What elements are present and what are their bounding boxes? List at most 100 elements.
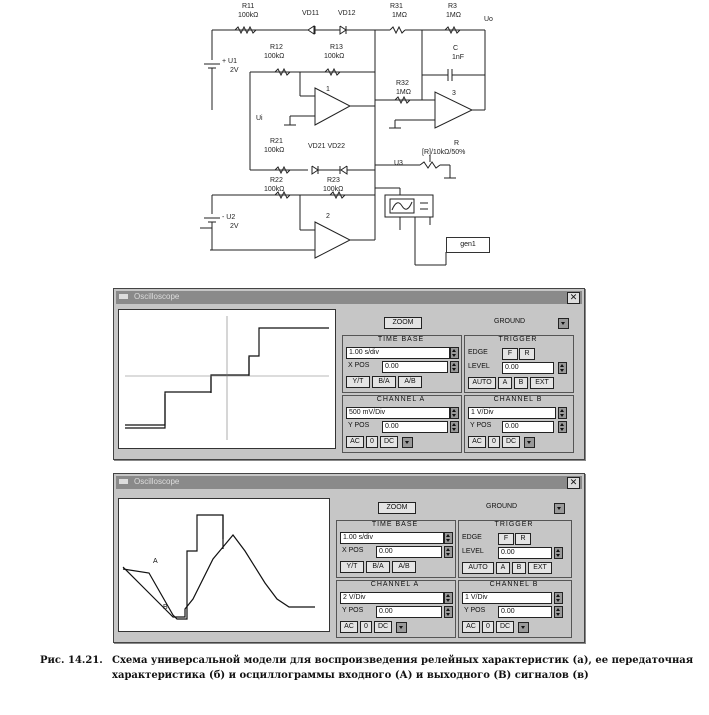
- channel-a-ypos-input[interactable]: 0.00: [382, 421, 448, 433]
- channel-a-header: CHANNEL A: [370, 581, 420, 588]
- system-menu-icon[interactable]: [119, 294, 128, 299]
- xpos-input[interactable]: 0.00: [382, 361, 448, 373]
- timebase-value[interactable]: 1.00 s/div: [346, 347, 450, 359]
- label-r23: R23: [327, 177, 340, 184]
- channel-a-color-icon[interactable]: [396, 622, 407, 633]
- xpos-spinner-icon[interactable]: [444, 546, 453, 558]
- trigger-auto-button[interactable]: AUTO: [468, 377, 496, 389]
- channel-b-ac-button[interactable]: AC: [468, 436, 486, 448]
- trigger-auto-button[interactable]: AUTO: [462, 562, 494, 574]
- channel-a-ac-button[interactable]: AC: [346, 436, 364, 448]
- trigger-group: [458, 520, 572, 578]
- trigger-ext-button[interactable]: EXT: [528, 562, 552, 574]
- xpos-spinner-icon[interactable]: [450, 361, 459, 373]
- channel-b-scale-spinner-icon[interactable]: [558, 407, 567, 419]
- trigger-b-button[interactable]: B: [514, 377, 528, 389]
- channel-a-color-icon[interactable]: [402, 437, 413, 448]
- edge-rising-button[interactable]: R: [515, 533, 531, 545]
- label-r12-value: 100kΩ: [264, 53, 285, 60]
- scope-screen: [118, 309, 336, 449]
- edge-falling-button[interactable]: F: [502, 348, 518, 360]
- system-menu-icon[interactable]: [119, 479, 128, 484]
- trigger-header: TRIGGER: [494, 521, 534, 528]
- yt-button[interactable]: Y/T: [340, 561, 364, 573]
- channel-a-scale[interactable]: 2 V/Div: [340, 592, 444, 604]
- level-spinner-icon[interactable]: [558, 362, 567, 374]
- channel-a-scale-spinner-icon[interactable]: [444, 592, 453, 604]
- close-icon[interactable]: ✕: [567, 477, 580, 489]
- oscilloscope-window-2: Oscilloscope ✕ A B ZOOM GROUND TIME BASE…: [113, 473, 585, 643]
- label-uo: Uo: [484, 16, 493, 23]
- channel-b-ypos-spinner-icon[interactable]: [554, 606, 563, 618]
- ab-button[interactable]: A/B: [392, 561, 416, 573]
- channel-a-ypos-label: Y POS: [348, 422, 370, 429]
- timebase-spinner-icon[interactable]: [444, 532, 453, 544]
- channel-b-header: CHANNEL B: [489, 581, 539, 588]
- level-input[interactable]: 0.00: [498, 547, 552, 559]
- channel-b-scale[interactable]: 1 V/Div: [468, 407, 556, 419]
- channel-b-header: CHANNEL B: [493, 396, 543, 403]
- channel-a-ypos-spinner-icon[interactable]: [444, 606, 453, 618]
- window-title: Oscilloscope: [134, 292, 180, 301]
- timebase-spinner-icon[interactable]: [450, 347, 459, 359]
- edge-rising-button[interactable]: R: [519, 348, 535, 360]
- channel-a-zero-button[interactable]: 0: [366, 436, 378, 448]
- channel-b-scale-spinner-icon[interactable]: [554, 592, 563, 604]
- label-ui: Ui: [256, 115, 263, 122]
- channel-a-dc-button[interactable]: DC: [374, 621, 392, 633]
- trigger-group: [464, 335, 574, 393]
- channel-a-group: [342, 395, 462, 453]
- label-c: C: [453, 45, 459, 52]
- label-r3-value: 1MΩ: [446, 12, 461, 19]
- channel-a-scale[interactable]: 500 mV/Div: [346, 407, 450, 419]
- channel-a-zero-button[interactable]: 0: [360, 621, 372, 633]
- trace-label-b: B: [163, 604, 168, 611]
- channel-b-color-icon[interactable]: [524, 437, 535, 448]
- label-r3: R3: [448, 3, 457, 10]
- channel-b-dc-button[interactable]: DC: [502, 436, 520, 448]
- channel-b-zero-button[interactable]: 0: [482, 621, 494, 633]
- channel-b-color-icon[interactable]: [518, 622, 529, 633]
- channel-b-ac-button[interactable]: AC: [462, 621, 480, 633]
- channel-b-dc-button[interactable]: DC: [496, 621, 514, 633]
- caption-text: Схема универсальной модели для воспроизв…: [112, 655, 694, 681]
- trigger-ext-button[interactable]: EXT: [530, 377, 554, 389]
- level-spinner-icon[interactable]: [554, 547, 563, 559]
- level-label: LEVEL: [468, 363, 490, 370]
- trigger-a-button[interactable]: A: [498, 377, 512, 389]
- label-r13: R13: [330, 44, 343, 51]
- channel-a-scale-spinner-icon[interactable]: [450, 407, 459, 419]
- label-u2: - U2: [222, 214, 236, 221]
- channel-b-scale[interactable]: 1 V/Div: [462, 592, 552, 604]
- channel-a-ypos-input[interactable]: 0.00: [376, 606, 442, 618]
- ground-toggle-icon[interactable]: [558, 318, 569, 329]
- timebase-value[interactable]: 1.00 s/div: [340, 532, 444, 544]
- edge-label: EDGE: [462, 534, 482, 541]
- xpos-input[interactable]: 0.00: [376, 546, 442, 558]
- channel-a-dc-button[interactable]: DC: [380, 436, 398, 448]
- ba-button[interactable]: B/A: [372, 376, 396, 388]
- ba-button[interactable]: B/A: [366, 561, 390, 573]
- channel-b-zero-button[interactable]: 0: [488, 436, 500, 448]
- level-input[interactable]: 0.00: [502, 362, 554, 374]
- trace-label-a: A: [153, 558, 158, 565]
- trigger-b-button[interactable]: B: [512, 562, 526, 574]
- channel-b-ypos-label: Y POS: [464, 607, 486, 614]
- channel-b-ypos-input[interactable]: 0.00: [502, 421, 554, 433]
- zoom-button[interactable]: ZOOM: [384, 317, 422, 329]
- trigger-a-button[interactable]: A: [496, 562, 510, 574]
- label-r23-value: 100kΩ: [323, 186, 344, 193]
- channel-a-ac-button[interactable]: AC: [340, 621, 358, 633]
- channel-b-ypos-input[interactable]: 0.00: [498, 606, 552, 618]
- ground-toggle-icon[interactable]: [554, 503, 565, 514]
- channel-a-ypos-spinner-icon[interactable]: [450, 421, 459, 433]
- zoom-button[interactable]: ZOOM: [378, 502, 416, 514]
- channel-b-ypos-spinner-icon[interactable]: [558, 421, 567, 433]
- ab-button[interactable]: A/B: [398, 376, 422, 388]
- figure-number: Рис. 14.21.: [40, 655, 103, 666]
- label-r22: R22: [270, 177, 283, 184]
- close-icon[interactable]: ✕: [567, 292, 580, 304]
- oscilloscope-window-1: Oscilloscope ✕ ZOOM GROUND TIME BASE 1.0…: [113, 288, 585, 460]
- yt-button[interactable]: Y/T: [346, 376, 370, 388]
- edge-falling-button[interactable]: F: [498, 533, 514, 545]
